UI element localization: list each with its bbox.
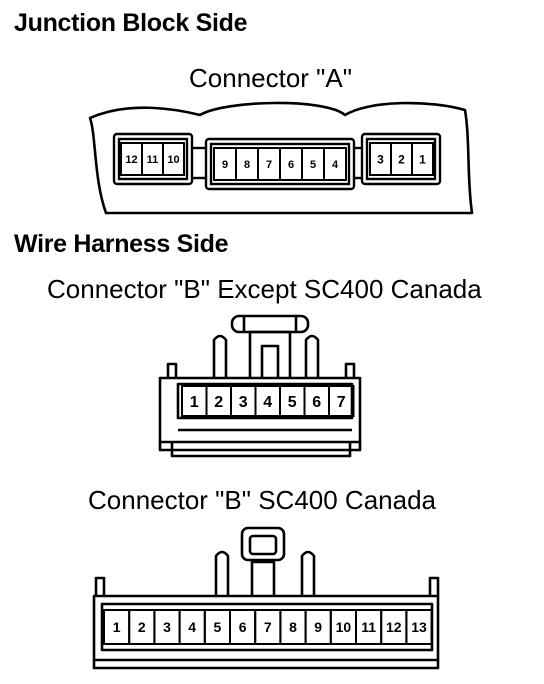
connector-a-pin-label: 1 <box>419 152 426 166</box>
connector-b-canada-caption: Connector "B" SC400 Canada <box>88 485 437 515</box>
connector-a-cavity <box>411 142 434 176</box>
wire-harness-heading: Wire Harness Side <box>14 230 229 258</box>
connector-b-except-pin-label: 3 <box>239 394 248 411</box>
connector-a-pin-label: 9 <box>222 159 228 171</box>
connector-a-caption: Connector "A" <box>189 63 352 93</box>
connector-b-canada-pin-label: 6 <box>239 619 247 635</box>
connector-b-canada-pin-label: 2 <box>138 619 146 635</box>
junction-block-heading: Junction Block Side <box>14 9 248 37</box>
connector-a-pin-label: 12 <box>125 154 137 166</box>
connector-a-housing <box>88 101 474 215</box>
connector-a-pin-label: 11 <box>147 154 159 166</box>
connector-b-canada-pin-label: 1 <box>113 619 121 635</box>
connector-b-canada-pin-label: 11 <box>361 619 376 635</box>
connector-b-canada-pin-label: 4 <box>188 619 196 635</box>
connector-b-canada-pin-label: 7 <box>264 619 272 635</box>
connector-b-canada-housing <box>92 526 440 670</box>
connector-b-except-pin-label: 5 <box>288 394 297 411</box>
connector-a-bodies <box>112 132 442 191</box>
connector-b-canada-pin-label: 12 <box>386 619 402 635</box>
connector-b-canada-pin-label: 13 <box>411 619 427 635</box>
connector-a-cavity <box>162 142 185 176</box>
connector-b-canada-pin-label: 3 <box>163 619 171 635</box>
connector-a-cavity <box>323 147 347 181</box>
connector-b-canada-pin-label: 10 <box>336 619 352 635</box>
connector-b-except-pin-label: 1 <box>190 394 199 411</box>
connector-b-except-pin-label: 2 <box>214 394 223 411</box>
connector-b-except-pin-label: 4 <box>263 394 272 411</box>
connector-a-pin-label: 4 <box>332 159 339 171</box>
connector-b-except-caption: Connector "B" Except SC400 Canada <box>47 274 482 304</box>
connector-b-canada-pin-label: 9 <box>314 619 322 635</box>
connector-a-pin-label: 8 <box>244 159 250 171</box>
connector-b-except-housing <box>158 314 362 458</box>
connector-b-canada-pin-label: 5 <box>214 619 222 635</box>
connector-b-except-pin-label: 7 <box>337 394 346 411</box>
connector-a-pin-label: 10 <box>167 154 179 166</box>
connector-b-canada-pin-label: 8 <box>289 619 297 635</box>
connector-a-pin-label: 2 <box>398 152 405 166</box>
connector-b-except-cavity <box>328 385 355 417</box>
connector-b-canada-cavity <box>405 609 433 645</box>
connector-a-pin-label: 7 <box>266 159 272 171</box>
connector-a-pin-label: 6 <box>288 159 294 171</box>
connector-a-pin-label: 3 <box>377 152 384 166</box>
connector-b-except-pin-label: 6 <box>312 394 321 411</box>
connector-a-pin-label: 5 <box>310 159 316 171</box>
